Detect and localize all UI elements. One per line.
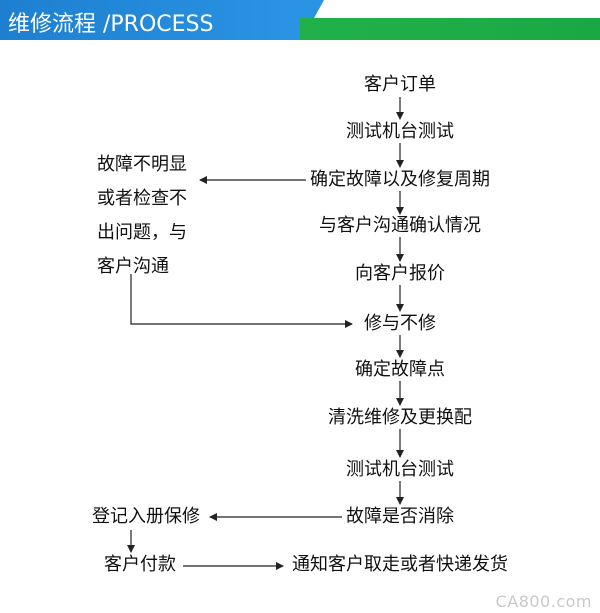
unclear-fault-note: 故障不明显 或者检查不 出问题，与 客户沟通 bbox=[97, 148, 187, 284]
step-customer-payment: 客户付款 bbox=[104, 554, 176, 575]
step-locate-fault: 确定故障点 bbox=[355, 359, 445, 380]
note-line: 故障不明显 bbox=[97, 154, 187, 175]
arrow-note-decide bbox=[130, 274, 353, 328]
step-register-warranty: 登记入册保修 bbox=[92, 506, 200, 527]
note-line: 或者检查不 bbox=[97, 188, 187, 209]
step-test-machine-1: 测试机台测试 bbox=[346, 121, 454, 142]
step-diagnose: 确定故障以及修复周期 bbox=[310, 169, 490, 190]
watermark: CA800.com bbox=[495, 592, 592, 611]
step-quote: 向客户报价 bbox=[355, 263, 445, 284]
step-customer-order: 客户订单 bbox=[364, 74, 436, 95]
header-banner: 维修流程 /PROCESS bbox=[0, 0, 324, 40]
step-test-machine-2: 测试机台测试 bbox=[346, 459, 454, 480]
step-repair-replace: 清洗维修及更换配 bbox=[328, 407, 472, 428]
header-accent-bar bbox=[300, 18, 600, 40]
step-notify-customer: 通知客户取走或者快递发货 bbox=[292, 554, 508, 575]
note-line: 出问题，与 bbox=[97, 222, 187, 243]
page-title: 维修流程 /PROCESS bbox=[8, 12, 214, 37]
step-decide-repair: 修与不修 bbox=[364, 313, 436, 334]
step-fault-cleared: 故障是否消除 bbox=[346, 506, 454, 527]
step-communicate: 与客户沟通确认情况 bbox=[319, 215, 481, 236]
note-line: 客户沟通 bbox=[97, 256, 169, 277]
